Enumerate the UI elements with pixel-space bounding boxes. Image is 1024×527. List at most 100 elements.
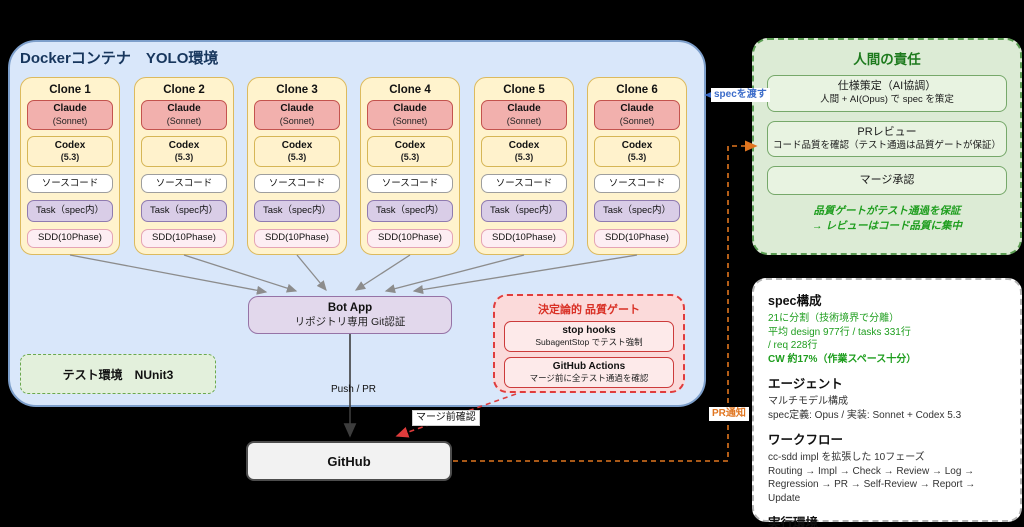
task-node: Task（spec内） (481, 200, 567, 222)
source-code-node: ソースコード (141, 173, 227, 194)
source-code-label: ソースコード (155, 177, 213, 189)
task-label: Task（spec内） (262, 205, 332, 216)
merge-approval-node: マージ承認 (767, 166, 1007, 196)
sdd-label: SDD(10Phase) (152, 232, 216, 244)
info-line: 21に分割（技術境界で分離） (768, 313, 900, 324)
clone-title: Clone 6 (616, 84, 658, 96)
task-label: Task（spec内） (35, 205, 105, 216)
task-label: Task（spec内） (375, 205, 445, 216)
codex-node: Codex(5.3) (594, 136, 680, 167)
clone-title: Clone 2 (163, 84, 205, 96)
section-heading-agent: エージェント (768, 377, 843, 391)
codex-label: Codex (394, 139, 426, 151)
spec-pass-label: specを渡す (711, 88, 770, 102)
stop-hooks-sub: SubagentStop でテスト強制 (535, 337, 643, 347)
bot-app-box: Bot App リポジトリ専用 Git認証 (248, 296, 452, 334)
clone-card-1: Clone 1 Claude(Sonnet) Codex(5.3) ソースコード… (20, 77, 120, 255)
claude-label: Claude (280, 103, 314, 115)
codex-label: Codex (168, 139, 200, 151)
info-line: / req 228行 (768, 340, 818, 351)
claude-model-label: (Sonnet) (392, 115, 428, 126)
codex-label: Codex (508, 139, 540, 151)
info-line: マルチモデル構成 (768, 396, 848, 407)
quality-gate-title: 決定論的 品質ゲート (537, 304, 641, 316)
task-label: Task（spec内） (489, 205, 559, 216)
claude-node: Claude(Sonnet) (481, 100, 567, 131)
codex-node: Codex(5.3) (254, 136, 340, 167)
clone-card-4: Clone 4 Claude(Sonnet) Codex(5.3) ソースコード… (360, 77, 460, 255)
clone-title: Clone 3 (276, 84, 318, 96)
pr-review-label: PRレビュー (857, 125, 917, 138)
github-box: GitHub (246, 441, 452, 481)
spec-definition-node: 仕様策定（AI協調） 人間 + AI(Opus) で spec を策定 (767, 75, 1007, 112)
clone-card-3: Clone 3 Claude(Sonnet) Codex(5.3) ソースコード… (247, 77, 347, 255)
sdd-label: SDD(10Phase) (378, 232, 442, 244)
task-node: Task（spec内） (27, 200, 113, 222)
section-heading-workflow: ワークフロー (768, 433, 844, 447)
codex-node: Codex(5.3) (141, 136, 227, 167)
source-code-node: ソースコード (254, 173, 340, 194)
info-line: spec定義: Opus / 実装: Sonnet + Codex 5.3 (768, 409, 962, 421)
sdd-label: SDD(10Phase) (605, 232, 669, 244)
github-actions-node: GitHub Actions マージ前に全テスト通過を確認 (504, 357, 674, 389)
github-actions-label: GitHub Actions (552, 361, 626, 373)
source-code-label: ソースコード (495, 177, 553, 189)
pr-review-node: PRレビュー コード品質を確認（テスト通過は品質ゲートが保証） (767, 120, 1007, 158)
sdd-node: SDD(10Phase) (254, 228, 340, 249)
claude-label: Claude (620, 103, 654, 115)
info-panel: spec構成 21に分割（技術境界で分離） 平均 design 977行 / t… (752, 278, 1022, 527)
source-code-node: ソースコード (481, 173, 567, 194)
sdd-label: SDD(10Phase) (38, 232, 102, 244)
pr-review-sub: コード品質を確認（テスト通過は品質ゲートが保証） (772, 139, 1001, 151)
stop-hooks-label: stop hooks (562, 325, 616, 336)
codex-version-label: (5.3) (514, 152, 534, 163)
claude-model-label: (Sonnet) (279, 115, 315, 126)
claude-node: Claude(Sonnet) (27, 100, 113, 131)
clone-card-2: Clone 2 Claude(Sonnet) Codex(5.3) ソースコード… (134, 77, 234, 255)
claude-label: Claude (393, 103, 427, 115)
claude-model-label: (Sonnet) (506, 115, 542, 126)
human-responsibility-title: 人間の責任 (853, 52, 921, 67)
sdd-label: SDD(10Phase) (492, 232, 556, 244)
source-code-label: ソースコード (268, 177, 326, 189)
spec-definition-label: 仕様策定（AI協調） (837, 80, 937, 92)
push-pr-label: Push / PR (331, 384, 377, 395)
clone-card-6: Clone 6 Claude(Sonnet) Codex(5.3) ソースコード… (587, 77, 687, 255)
codex-node: Codex(5.3) (27, 136, 113, 167)
source-code-label: ソースコード (608, 177, 666, 189)
stop-hooks-node: stop hooks SubagentStop でテスト強制 (504, 321, 674, 353)
merge-approval-label: マージ承認 (859, 174, 915, 187)
task-node: Task（spec内） (367, 200, 453, 222)
claude-label: Claude (167, 103, 201, 115)
docker-container-title: Dockerコンテナ YOLO環境 (20, 50, 219, 67)
claude-node: Claude(Sonnet) (367, 100, 453, 131)
section-heading-env: 実行環境 (768, 516, 819, 527)
clone-title: Clone 5 (503, 84, 545, 96)
info-line: Regression → PR → Self-Review → Report →… (768, 479, 976, 504)
codex-version-label: (5.3) (287, 152, 307, 163)
codex-version-label: (5.3) (400, 152, 420, 163)
pr-notify-label: PR通知 (709, 407, 749, 421)
merge-check-label: マージ前確認 (412, 410, 480, 426)
info-line: CW 約17%（作業スペース十分） (768, 353, 917, 365)
quality-gate-note: 品質ゲートがテスト通過を保証 → レビューはコード品質に集中 (767, 204, 1007, 234)
codex-label: Codex (281, 139, 313, 151)
note-line-2: → レビューはコード品質に集中 (812, 220, 962, 233)
claude-node: Claude(Sonnet) (254, 100, 340, 131)
claude-node: Claude(Sonnet) (141, 100, 227, 131)
task-label: Task（spec内） (149, 205, 219, 216)
section-heading-spec: spec構成 (768, 294, 822, 308)
github-actions-sub: マージ前に全テスト通過を確認 (529, 373, 649, 384)
sdd-node: SDD(10Phase) (481, 228, 567, 249)
clone-card-5: Clone 5 Claude(Sonnet) Codex(5.3) ソースコード… (474, 77, 574, 255)
task-node: Task（spec内） (254, 200, 340, 222)
source-code-node: ソースコード (594, 173, 680, 194)
claude-label: Claude (53, 103, 87, 115)
task-node: Task（spec内） (594, 200, 680, 222)
bot-app-title: Bot App (327, 301, 373, 314)
claude-model-label: (Sonnet) (619, 115, 655, 126)
info-line: 平均 design 977行 / tasks 331行 (768, 326, 911, 338)
claude-model-label: (Sonnet) (52, 115, 88, 126)
task-node: Task（spec内） (141, 200, 227, 222)
